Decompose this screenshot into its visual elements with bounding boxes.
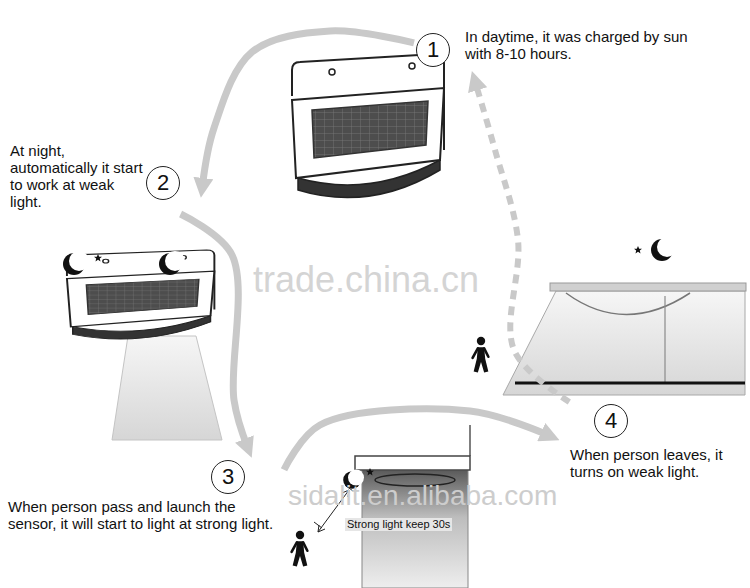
solar-lamp [67, 250, 214, 339]
light-edge [664, 296, 665, 382]
solar-lamp [292, 54, 444, 198]
cycle-arrow [284, 409, 549, 470]
ground-line [515, 382, 745, 385]
star-icon [94, 254, 102, 262]
step-group: 2At night, automatically it start to wor… [6, 140, 200, 214]
step-group: 4When person leaves, it turns on weak li… [560, 402, 746, 484]
moon-icon [651, 237, 677, 261]
person-icon [473, 337, 489, 373]
person-icon [292, 531, 308, 567]
step-number: 2 [146, 166, 180, 200]
step-description: When person leaves, it turns on weak lig… [570, 446, 745, 480]
watermark: trade.china.cn [253, 262, 479, 298]
watermark: sidalit.en.alibaba.com [288, 482, 557, 510]
cycle-arrow [475, 83, 569, 402]
step-description: When person pass and launch the sensor, … [8, 498, 276, 532]
step-description: In daytime, it was charged by sun with 8… [465, 28, 693, 62]
lamp-bar [550, 283, 746, 291]
step-number: 4 [594, 404, 628, 438]
moon-icon [159, 251, 185, 275]
step-description: At night, automatically it start to work… [10, 142, 148, 210]
star-icon [634, 246, 642, 254]
step-group: 1 In daytime, it was charged by sun with … [414, 24, 704, 71]
step-number: 3 [211, 460, 245, 494]
cycle-arrow [181, 214, 248, 446]
star-icon [366, 468, 374, 476]
moon-icon [63, 251, 89, 275]
weak-light-beam [112, 336, 222, 440]
step-number: 1 [416, 33, 450, 67]
cycle-arrow [202, 31, 414, 186]
lamp-lens [566, 293, 690, 315]
step-group: 3When person pass and launch the sensor,… [6, 458, 284, 536]
callout-label: Strong light keep 30s [345, 518, 452, 531]
